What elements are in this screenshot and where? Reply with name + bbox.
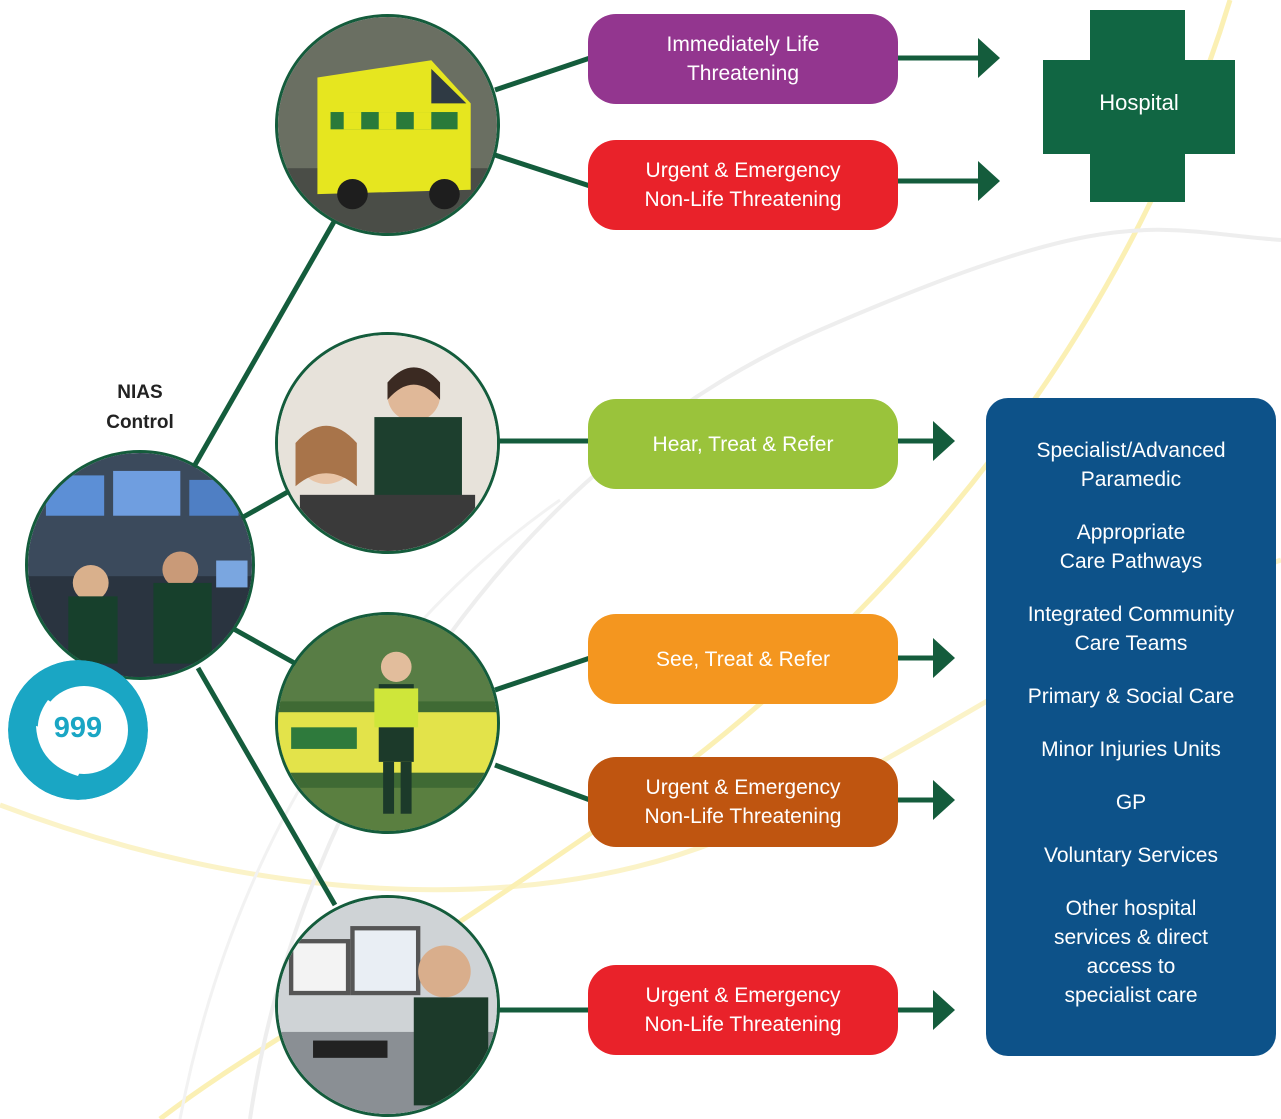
- service-item: Voluntary Services: [1044, 844, 1218, 867]
- arrowhead-icon: [978, 161, 1000, 201]
- connector-control-to-desk: [195, 666, 338, 907]
- services-box: Specialist/Advanced Paramedic Appropriat…: [986, 398, 1276, 1056]
- arrowhead-icon: [933, 780, 955, 820]
- services-list: Specialist/Advanced Paramedic Appropriat…: [994, 436, 1268, 1010]
- connector-see-to-urgent: [494, 762, 591, 803]
- connector-ambulance-to-urgent: [494, 152, 591, 189]
- clinical-desk-photo: [275, 895, 500, 1117]
- nias-control-label: NIAS Control: [106, 382, 174, 433]
- outcome-hear-treat-refer: Hear, Treat & Refer: [588, 399, 898, 489]
- service-item: Minor Injuries Units: [1041, 738, 1221, 761]
- outcome-urgent-emergency-1: Urgent & Emergency Non-Life Threatening: [588, 140, 898, 230]
- service-item: Appropriate Care Pathways: [1059, 521, 1203, 573]
- service-item: Integrated Community Care Teams: [1027, 603, 1235, 655]
- connector-control-to-ambulance: [189, 218, 338, 472]
- connectors: [189, 55, 980, 1013]
- ambulance-photo: [275, 14, 500, 236]
- arrowheads: [933, 38, 1000, 1030]
- service-item: Specialist/Advanced Paramedic: [1036, 439, 1226, 491]
- call-handlers-photo: [275, 332, 500, 554]
- hospital-label: Hospital: [1099, 90, 1179, 115]
- outcome-see-treat-refer: See, Treat & Refer: [588, 614, 898, 704]
- phone-icon: [8, 660, 148, 800]
- connector-see: [494, 655, 591, 693]
- connector-ambulance-to-life: [494, 55, 591, 93]
- outcome-urgent-emergency-3: Urgent & Emergency Non-Life Threatening: [588, 965, 898, 1055]
- badge-999: 999: [8, 660, 148, 800]
- service-item: Primary & Social Care: [1027, 685, 1235, 708]
- service-item: GP: [1115, 791, 1147, 814]
- arrowhead-icon: [933, 638, 955, 678]
- connector-control-to-see: [230, 625, 300, 668]
- arrowhead-icon: [933, 990, 955, 1030]
- outcome-immediately-life-threatening: Immediately Life Threatening: [588, 14, 898, 104]
- arrowhead-icon: [978, 38, 1000, 78]
- arrowhead-icon: [933, 421, 955, 461]
- outcome-urgent-emergency-2: Urgent & Emergency Non-Life Threatening: [588, 757, 898, 847]
- cross-horizontal-bar: [1043, 60, 1235, 154]
- service-item: Other hospital services & direct access …: [1053, 897, 1209, 1007]
- hospital-cross-icon: Hospital: [1040, 10, 1240, 205]
- paramedic-photo: [275, 612, 500, 834]
- control-room-photo: [25, 450, 255, 680]
- badge-999-text: 999: [53, 712, 103, 744]
